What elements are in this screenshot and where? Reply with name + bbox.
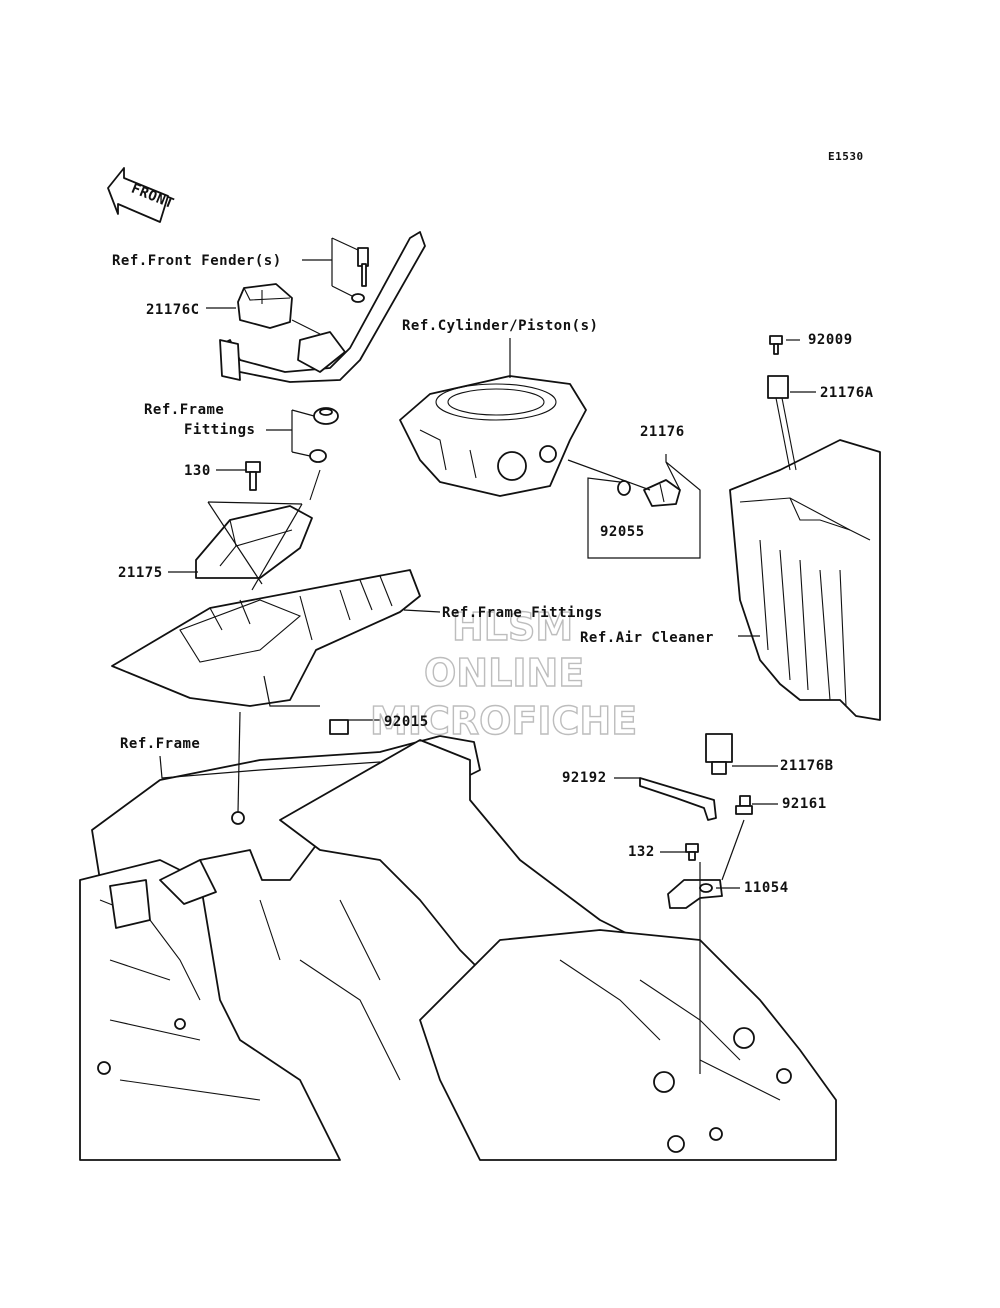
- label-21176c[interactable]: 21176C: [146, 302, 200, 318]
- label-132[interactable]: 132: [628, 844, 655, 860]
- label-130[interactable]: 130: [184, 463, 211, 479]
- ecu-21175: [195, 505, 313, 579]
- label-ref-front-fender[interactable]: Ref.Front Fender(s): [112, 253, 282, 269]
- label-ref-air-cleaner[interactable]: Ref.Air Cleaner: [580, 630, 714, 646]
- bracket-11054: [667, 879, 723, 909]
- hose-92192: [639, 777, 717, 821]
- label-ref-frame-fittings-b[interactable]: Ref.Frame Fittings: [442, 605, 603, 621]
- label-92015[interactable]: 92015: [384, 714, 429, 730]
- label-ref-cylinder[interactable]: Ref.Cylinder/Piston(s): [402, 318, 598, 334]
- label-92055[interactable]: 92055: [600, 524, 645, 540]
- watermark-line-2: ONLINE: [424, 651, 584, 695]
- label-ref-frame[interactable]: Ref.Frame: [120, 736, 200, 752]
- label-92192[interactable]: 92192: [562, 770, 607, 786]
- front-fender-bracket: [219, 231, 426, 383]
- label-92161[interactable]: 92161: [782, 796, 827, 812]
- sensor-21176: [643, 479, 681, 507]
- label-21176[interactable]: 21176: [640, 424, 685, 440]
- label-21175[interactable]: 21175: [118, 565, 163, 581]
- main-frame: [79, 735, 837, 1161]
- watermark-line-1: HLSM: [452, 605, 573, 649]
- cylinder: [399, 375, 587, 497]
- ecu-tray: [111, 569, 421, 707]
- label-21176b[interactable]: 21176B: [780, 758, 834, 774]
- sensor-21176b: [705, 733, 733, 775]
- label-11054[interactable]: 11054: [744, 880, 789, 896]
- fitting-92161: [735, 795, 753, 815]
- part-21176c: [237, 283, 321, 335]
- watermark: HLSM ONLINE MICROFICHE: [369, 604, 638, 743]
- bolt-132: [685, 843, 699, 861]
- front-arrow-icon: FRONT: [107, 167, 176, 223]
- label-ref-frame-fittings-line-1[interactable]: Ref.Frame: [144, 402, 224, 418]
- bolt-130: [245, 461, 261, 491]
- clip-92015: [329, 719, 349, 735]
- sensor-21176a: [767, 375, 797, 471]
- diagram-code: E1530: [828, 150, 864, 163]
- label-ref-frame-fittings-line-2[interactable]: Fittings: [184, 422, 255, 438]
- screw-92009: [769, 335, 783, 355]
- leader-lines: [159, 237, 816, 1074]
- air-cleaner-box: [729, 439, 881, 721]
- watermark-line-3: MICROFICHE: [370, 699, 637, 743]
- o-ring-92055: [617, 480, 631, 496]
- label-92009[interactable]: 92009: [808, 332, 853, 348]
- frame-fittings-grommets: [309, 407, 339, 501]
- label-21176a[interactable]: 21176A: [820, 385, 874, 401]
